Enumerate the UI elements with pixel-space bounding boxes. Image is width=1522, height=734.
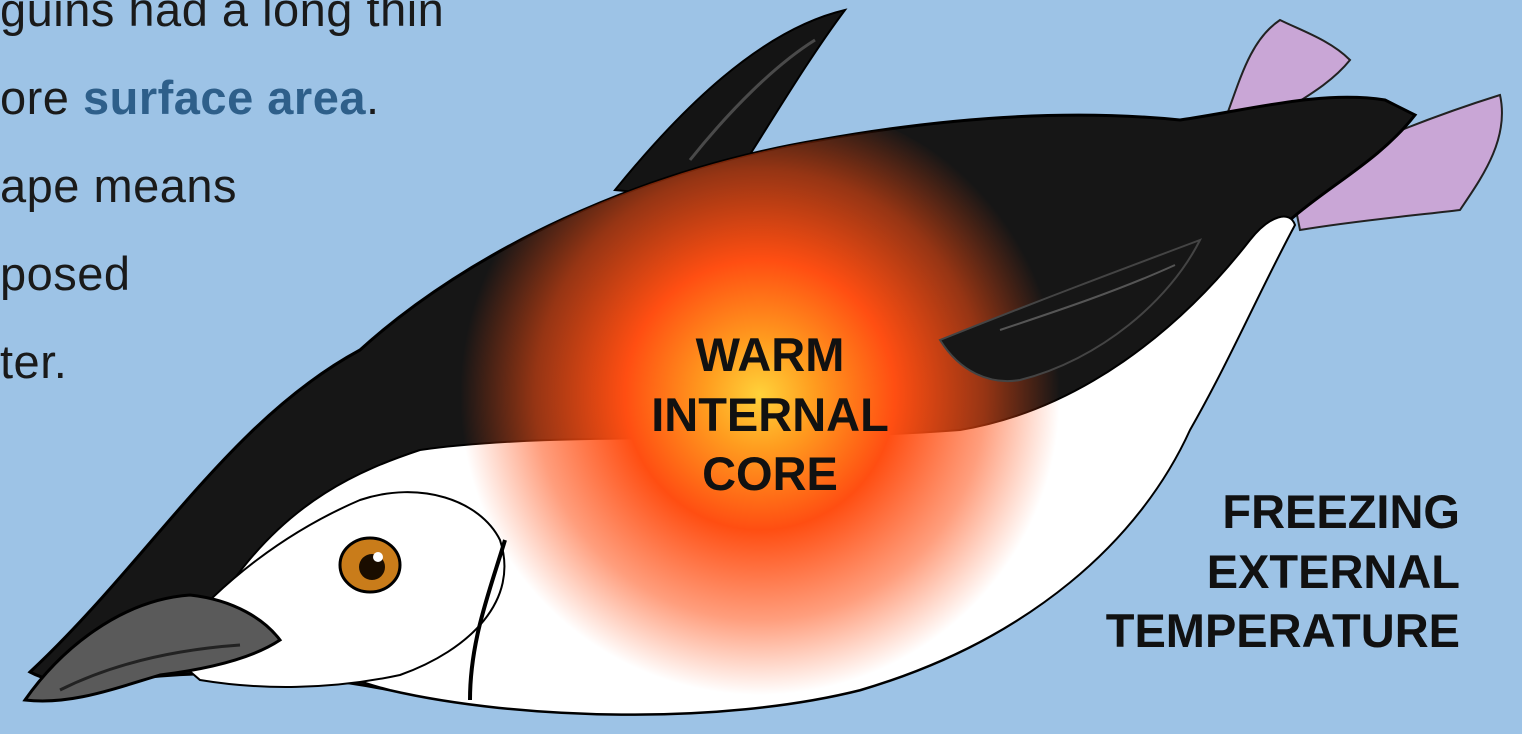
body-text-line-1: guins had a long thin xyxy=(0,0,444,37)
ext-label-line-3: TEMPERATURE xyxy=(1000,601,1460,661)
surface-area-highlight: surface area xyxy=(83,71,366,124)
core-label-line-1: WARM xyxy=(600,325,940,385)
body-text-line-3: ape means xyxy=(0,158,237,213)
core-label-line-2: INTERNAL xyxy=(600,385,940,445)
ext-label-line-2: EXTERNAL xyxy=(1000,542,1460,602)
eye-glint xyxy=(373,552,383,562)
warm-core-label: WARM INTERNAL CORE xyxy=(600,325,940,504)
ext-label-line-1: FREEZING xyxy=(1000,482,1460,542)
external-temperature-label: FREEZING EXTERNAL TEMPERATURE xyxy=(1000,482,1460,661)
line-2-suffix: . xyxy=(366,71,380,124)
core-label-line-3: CORE xyxy=(600,444,940,504)
body-text-line-2: ore surface area. xyxy=(0,70,380,125)
body-text-line-5: ter. xyxy=(0,334,67,389)
line-2-prefix: ore xyxy=(0,71,83,124)
body-text-line-4: posed xyxy=(0,246,131,301)
